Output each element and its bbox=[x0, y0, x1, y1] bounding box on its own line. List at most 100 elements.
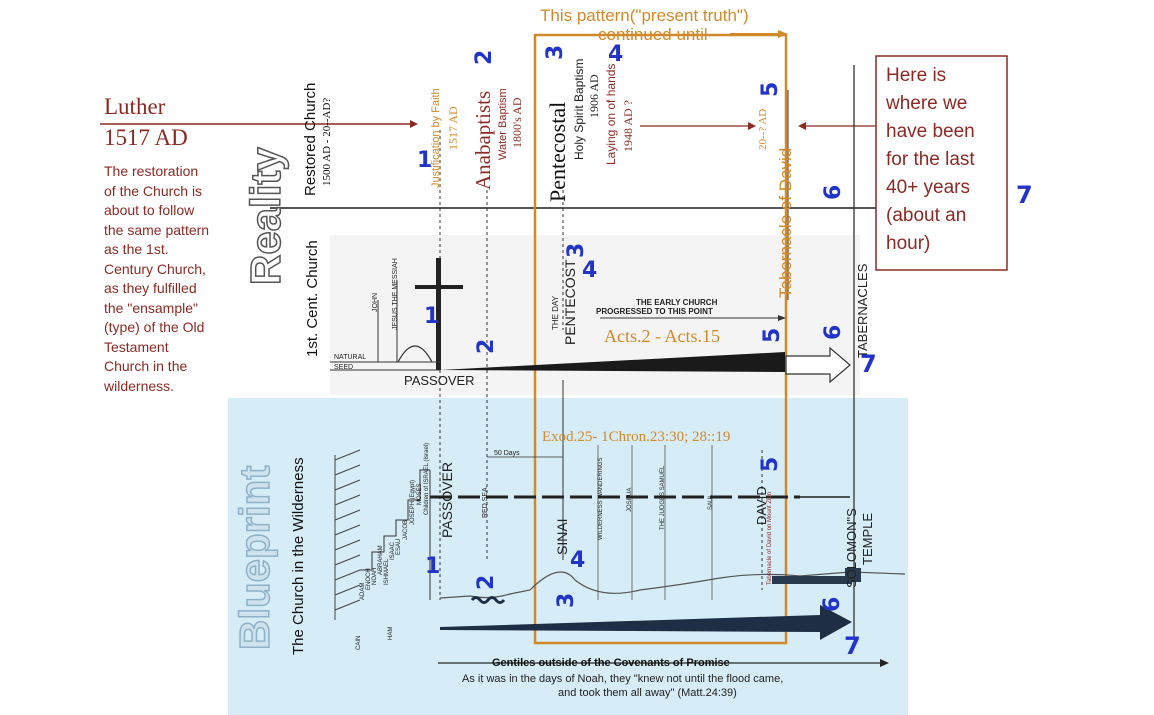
number-3-reality: 3 bbox=[543, 44, 568, 60]
callout-line: hour) bbox=[886, 233, 931, 254]
number-5-blueprint: 5 bbox=[758, 456, 783, 472]
exodus-ref: Exod.25- 1Chron.23:30; 28::19 bbox=[542, 429, 731, 445]
joshua-label: JOSHUA bbox=[627, 487, 633, 512]
number-2-blueprint: 2 bbox=[474, 574, 499, 590]
cross bbox=[436, 258, 441, 370]
number-1-blueprint: 1 bbox=[425, 554, 441, 579]
number-2-reality: 2 bbox=[472, 49, 497, 65]
blueprint-label: Blueprint bbox=[230, 465, 279, 651]
solomon-label-1: SOLOMON"S bbox=[844, 508, 859, 588]
tabernacles-label: TABERNACLES bbox=[855, 263, 870, 358]
patriarch-label: Children of ISRAEL (Israel) bbox=[424, 442, 430, 515]
natural-seed-1: NATURAL bbox=[334, 354, 367, 361]
callout-line: for the last bbox=[886, 149, 975, 170]
luther-description-line: of the Church is bbox=[104, 182, 203, 199]
number-3-blueprint: 3 bbox=[554, 592, 579, 608]
callout-line: where we bbox=[886, 93, 968, 114]
number-1-reality: 1 bbox=[417, 148, 433, 173]
noah-quote-2: and took them all away" (Matt.24:39) bbox=[558, 687, 737, 699]
first-century-label: 1st. Cent. Church bbox=[304, 240, 321, 357]
reality-label: Reality bbox=[241, 147, 290, 286]
luther-description-line: the "ensample" bbox=[104, 299, 198, 316]
restored-church-label: Restored Church bbox=[302, 82, 319, 196]
laying-hands-date: 1948 AD ? bbox=[621, 100, 635, 152]
luther-description-line: about to follow bbox=[104, 202, 195, 218]
number-2-century: 2 bbox=[474, 338, 499, 354]
red-sea-label: RED SEA bbox=[482, 487, 489, 518]
luther-description-line: Church in the bbox=[104, 358, 188, 374]
future-date: 20--? AD bbox=[757, 108, 769, 150]
justification-date: 1517 AD bbox=[446, 106, 460, 150]
sinai-label: SINAI bbox=[554, 518, 570, 555]
patriarch-label: MOSES bbox=[417, 483, 423, 505]
holy-spirit-label: Holy Spirit Baptism bbox=[572, 58, 586, 160]
early-church-1: THE EARLY CHURCH bbox=[636, 298, 718, 307]
blueprint-passover: PASSOVER bbox=[439, 462, 455, 538]
number-1-century: 1 bbox=[424, 304, 440, 329]
noah-quote-1: As it was in the days of Noah, they "kne… bbox=[462, 673, 784, 685]
blueprint-background bbox=[228, 398, 908, 715]
tabernacle-david-label: Tabernacle of David bbox=[776, 147, 795, 298]
early-church-2: PROGRESSED TO THIS POINT bbox=[596, 307, 713, 316]
wilderness-wanderings-label: WILDERNESS WANDERINGS bbox=[598, 457, 604, 540]
luther-description-line: the same pattern bbox=[104, 221, 210, 238]
the-day-label: THE DAY bbox=[551, 295, 560, 330]
number-3-century: 3 bbox=[564, 242, 589, 258]
blueprint-arrow bbox=[440, 605, 852, 640]
progress-wedge bbox=[440, 352, 785, 372]
judges-label: THE JUDGES SAMUEL bbox=[660, 465, 666, 530]
number-6-century: 6 bbox=[821, 324, 846, 340]
callout-text: Here is where we have been for the last 40+ … bbox=[886, 62, 1004, 258]
acts-label: Acts.2 - Acts.15 bbox=[604, 326, 720, 346]
pattern-line1: This pattern("present truth") bbox=[540, 6, 749, 25]
callout-line: (about an bbox=[886, 205, 967, 226]
cain-label: CAIN bbox=[356, 635, 362, 650]
solomon-label-2: TEMPLE bbox=[860, 512, 875, 565]
luther-description-line: as the 1st. bbox=[104, 241, 169, 257]
tabernacle-mount-zion: Tabernacle of David on Mount Zion bbox=[767, 491, 773, 585]
luther-description-line: Century Church, bbox=[104, 260, 206, 277]
number-7-blueprint: 7 bbox=[844, 632, 861, 660]
restored-church-dates: 1500 AD - 20--AD? bbox=[321, 97, 333, 186]
number-5-reality: 5 bbox=[758, 81, 783, 97]
luther-description-line: (type) of the Old bbox=[104, 319, 205, 335]
pentecostal-label: Pentecostal bbox=[545, 101, 570, 202]
patriarch-label: JACOB bbox=[403, 519, 409, 540]
patriarch-label: JOSEPH (Egypt) bbox=[410, 479, 416, 525]
number-4-reality: 4 bbox=[608, 42, 624, 67]
callout-line: 40+ years bbox=[886, 177, 970, 198]
luther-description-line: wilderness. bbox=[104, 377, 175, 394]
holy-spirit-date: 1906 AD bbox=[587, 74, 601, 118]
justification-label: Justification by Faith bbox=[430, 88, 442, 188]
number-5-century: 5 bbox=[760, 327, 785, 343]
water-baptism-label: Water Baptism bbox=[497, 88, 509, 160]
jesus-label: JESUS THE MESSIAH bbox=[392, 258, 399, 330]
john-label: JOHN bbox=[372, 292, 379, 312]
number-6-reality: 6 bbox=[821, 184, 846, 200]
number-7-century: 7 bbox=[860, 350, 877, 378]
fifty-days-label: 50 Days bbox=[494, 450, 520, 457]
luther-description: The restoration of the Church is about to … bbox=[104, 162, 234, 396]
passover-label: PASSOVER bbox=[404, 373, 475, 388]
wilderness-church-label: The Church in the Wilderness bbox=[290, 457, 307, 655]
natural-seed-2: SEED bbox=[334, 364, 354, 371]
saul-label: SAUL bbox=[708, 494, 714, 510]
luther-description-line: The restoration bbox=[104, 163, 199, 179]
callout-box bbox=[875, 55, 1008, 271]
luther-year: 1517 AD bbox=[104, 125, 188, 150]
number-4-century: 4 bbox=[582, 258, 598, 283]
callout-line: Here is bbox=[886, 65, 947, 86]
patriarch-label: ESAU bbox=[396, 538, 402, 555]
luther-name: Luther bbox=[104, 94, 166, 119]
number-7-reality: 7 bbox=[1016, 181, 1033, 209]
pentecost-label: PENTECOST bbox=[562, 259, 578, 345]
luther-description-line: as they fulfilled bbox=[104, 280, 197, 296]
water-baptism-date: 1800's AD bbox=[510, 97, 524, 148]
luther-description-line: Testament bbox=[104, 338, 169, 355]
pattern-line2: continued until bbox=[598, 25, 708, 44]
anabaptists-label: Anabaptists bbox=[471, 90, 495, 190]
number-4-blueprint: 4 bbox=[570, 548, 586, 573]
callout-line: have been bbox=[886, 121, 975, 142]
